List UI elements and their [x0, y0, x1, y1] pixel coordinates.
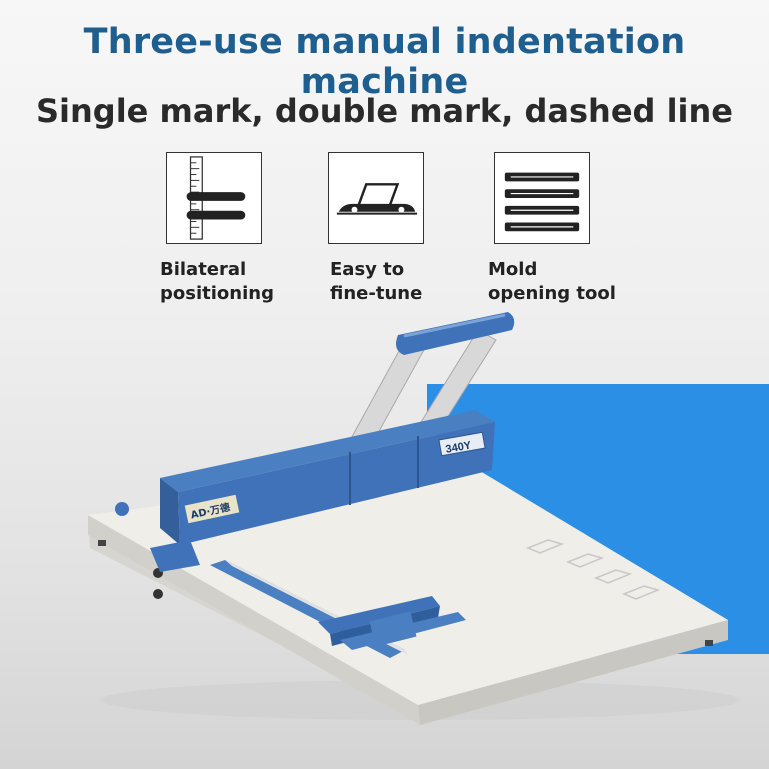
feature-label-bilateral: Bilateral positioning: [160, 259, 274, 304]
feature-label-mold: Mold opening tool: [488, 259, 616, 304]
brand-plate: [184, 494, 240, 524]
positioning-stop: [318, 596, 440, 634]
page-subtitle: Single mark, double mark, dashed line: [36, 92, 733, 130]
adjust-knob: [115, 502, 129, 516]
fine-tune-table-icon: [328, 152, 424, 244]
handle-grip: [396, 312, 515, 355]
page-title: Three-use manual indentation machine: [83, 22, 686, 102]
feature-label-fine-tune: Easy to fine-tune: [330, 259, 423, 304]
crease-beam-front: [178, 422, 495, 545]
crease-beam-top: [160, 410, 495, 492]
model-plate: [438, 431, 486, 457]
model-label: 340Y: [445, 439, 473, 455]
ruler-marks-icon: [166, 152, 262, 244]
mold-bars-icon: [494, 152, 590, 244]
